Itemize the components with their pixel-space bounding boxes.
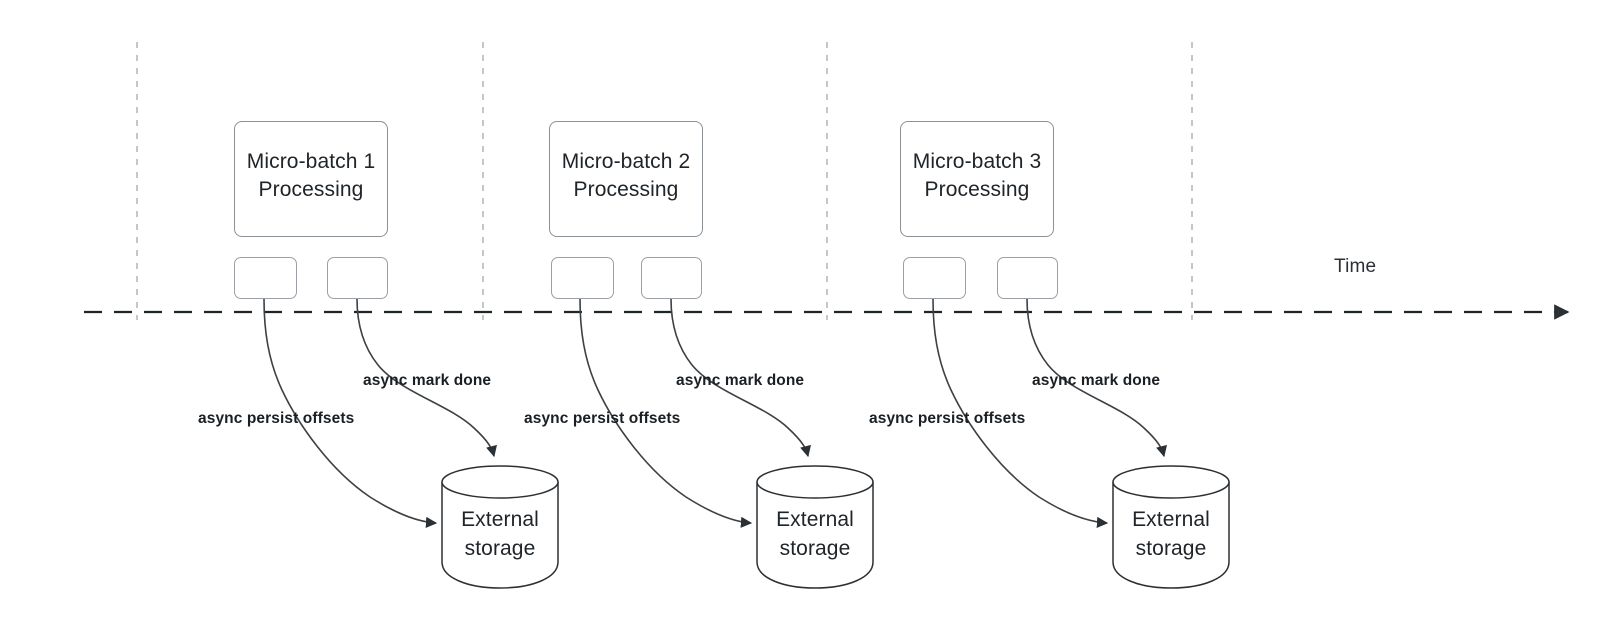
group-1-edges [263, 298, 559, 589]
label-async-persist-offsets-3: async persist offsets [869, 410, 1026, 427]
micro-batch-3-line1: Micro-batch 3 [912, 150, 1042, 173]
micro-batch-1-box[interactable]: Micro-batch 1 Processing [234, 121, 388, 237]
label-async-persist-offsets-2: async persist offsets [524, 410, 681, 427]
cylinder-top-1 [441, 465, 559, 499]
group-2-edges [579, 298, 874, 589]
edge-async-mark-done-2 [670, 298, 811, 458]
edge-async-persist-offsets-3 [932, 298, 1109, 528]
edge-async-persist-offsets-1 [263, 298, 438, 528]
micro-batch-2-persist-task-box[interactable] [551, 257, 614, 299]
micro-batch-2-line2: Processing [573, 178, 679, 201]
micro-batch-3-box[interactable]: Micro-batch 3 Processing [900, 121, 1054, 237]
label-async-mark-done-1: async mark done [363, 372, 492, 389]
micro-batch-1-line1: Micro-batch 1 [246, 150, 376, 173]
group-3-edges [932, 298, 1230, 589]
micro-batch-1-mark-done-task-box[interactable] [327, 257, 388, 299]
label-async-mark-done-2: async mark done [676, 372, 805, 389]
edge-async-persist-offsets-2 [579, 298, 753, 528]
micro-batch-3-persist-task-box[interactable] [903, 257, 966, 299]
cylinder-body-3 [1112, 482, 1230, 589]
label-async-mark-done-3: async mark done [1032, 372, 1161, 389]
micro-batch-2-mark-done-task-box[interactable] [641, 257, 702, 299]
micro-batch-2-line1: Micro-batch 2 [561, 150, 691, 173]
cylinder-top-2 [756, 465, 874, 499]
micro-batch-1-persist-task-box[interactable] [234, 257, 297, 299]
label-async-persist-offsets-1: async persist offsets [198, 410, 355, 427]
cylinder-top-3 [1112, 465, 1230, 499]
micro-batch-3-line2: Processing [924, 178, 1030, 201]
cylinder-body-2 [756, 482, 874, 589]
cylinder-body-1 [441, 482, 559, 589]
micro-batch-3-mark-done-task-box[interactable] [997, 257, 1058, 299]
micro-batch-1-line2: Processing [258, 178, 364, 201]
micro-batch-2-box[interactable]: Micro-batch 2 Processing [549, 121, 703, 237]
time-axis-label: Time [1334, 256, 1377, 277]
edge-async-mark-done-1 [356, 298, 497, 458]
edge-async-mark-done-3 [1026, 298, 1167, 458]
